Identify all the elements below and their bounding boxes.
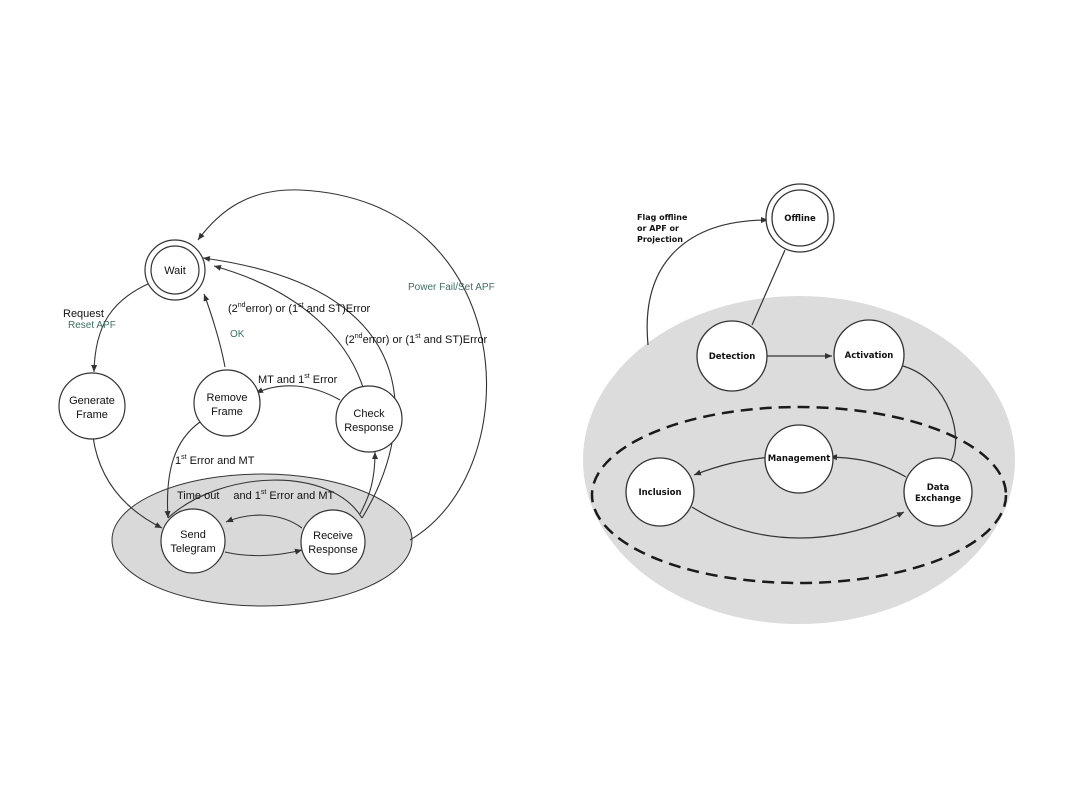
request-label: Request <box>63 308 104 320</box>
mt-first-error-label: MT and 1st Error <box>258 373 338 386</box>
edge-timeout <box>167 479 363 519</box>
state-detection: Detection <box>696 320 768 392</box>
state-wait: Wait <box>144 239 206 301</box>
state-generate-frame: Generate Frame <box>58 372 126 440</box>
right-operational-region <box>590 405 1008 585</box>
receive-response-label-2: Response <box>308 544 358 556</box>
edge-send-to-receive <box>224 548 303 557</box>
edge-remove-to-wait <box>203 293 226 368</box>
offline-label: Offline <box>784 214 816 224</box>
error-right-label: (2nderror) or (1st and ST)Error <box>345 333 488 346</box>
edge-activation-to-data-exchange <box>902 365 957 463</box>
flag-label-line-2: or APF or <box>637 224 679 233</box>
state-inclusion: Inclusion <box>625 457 695 527</box>
edge-management-to-inclusion <box>693 456 772 476</box>
edge-flag-offline-loop <box>646 217 769 346</box>
error-top-label: (2nderror) or (1st and ST)Error <box>228 302 371 315</box>
edge-power-fail-to-wait <box>197 189 487 541</box>
edge-data-exchange-to-management <box>829 454 907 478</box>
edge-inclusion-to-data-exchange <box>691 506 905 539</box>
send-telegram-label-2: Telegram <box>170 543 215 555</box>
activation-label: Activation <box>845 351 894 361</box>
left-state-diagram: Wait Generate Frame Remove Frame Check R… <box>58 189 495 607</box>
state-data-exchange: Data Exchange <box>903 457 973 527</box>
receive-response-label-1: Receive <box>313 530 353 542</box>
edge-receive-to-wait <box>202 255 396 519</box>
power-fail-label: Power Fail/Set APF <box>408 282 495 293</box>
edge-receive-to-send <box>225 514 303 529</box>
state-activation: Activation <box>833 319 905 391</box>
inclusion-label: Inclusion <box>638 488 681 498</box>
edge-offline-to-detection <box>751 249 786 326</box>
flag-label-line-3: Projection <box>637 235 683 244</box>
edge-check-to-wait <box>213 264 367 399</box>
state-check-response: Check Response <box>335 385 403 453</box>
edge-wait-to-generate <box>91 282 151 373</box>
generate-frame-label-1: Generate <box>69 395 115 407</box>
check-response-label-1: Check <box>353 408 385 420</box>
remove-frame-label-2: Frame <box>211 406 243 418</box>
reset-apf-label: Reset APF <box>68 320 116 331</box>
edge-receive-to-check <box>359 451 378 515</box>
first-error-mt-label: 1st Error and MT <box>175 454 255 467</box>
state-receive-response: Receive Response <box>300 509 366 575</box>
edge-generate-to-send <box>92 436 163 529</box>
check-response-label-2: Response <box>344 422 394 434</box>
edge-check-to-remove <box>255 385 341 401</box>
right-state-diagram: Offline Detection Activation Management … <box>583 183 1015 624</box>
send-telegram-label-1: Send <box>180 529 206 541</box>
data-exchange-label-2: Exchange <box>915 494 961 504</box>
remove-frame-label-1: Remove <box>207 392 248 404</box>
management-label: Management <box>768 454 831 464</box>
state-offline: Offline <box>765 183 835 253</box>
state-remove-frame: Remove Frame <box>193 369 261 437</box>
wait-label: Wait <box>164 265 186 277</box>
generate-frame-label-2: Frame <box>76 409 108 421</box>
state-send-telegram: Send Telegram <box>160 508 226 574</box>
ok-label: OK <box>230 329 245 340</box>
edge-remove-to-send <box>164 421 201 519</box>
state-management: Management <box>764 424 834 494</box>
data-exchange-label-1: Data <box>927 483 950 493</box>
flag-label-line-1: Flag offline <box>637 213 688 222</box>
detection-label: Detection <box>709 352 756 362</box>
